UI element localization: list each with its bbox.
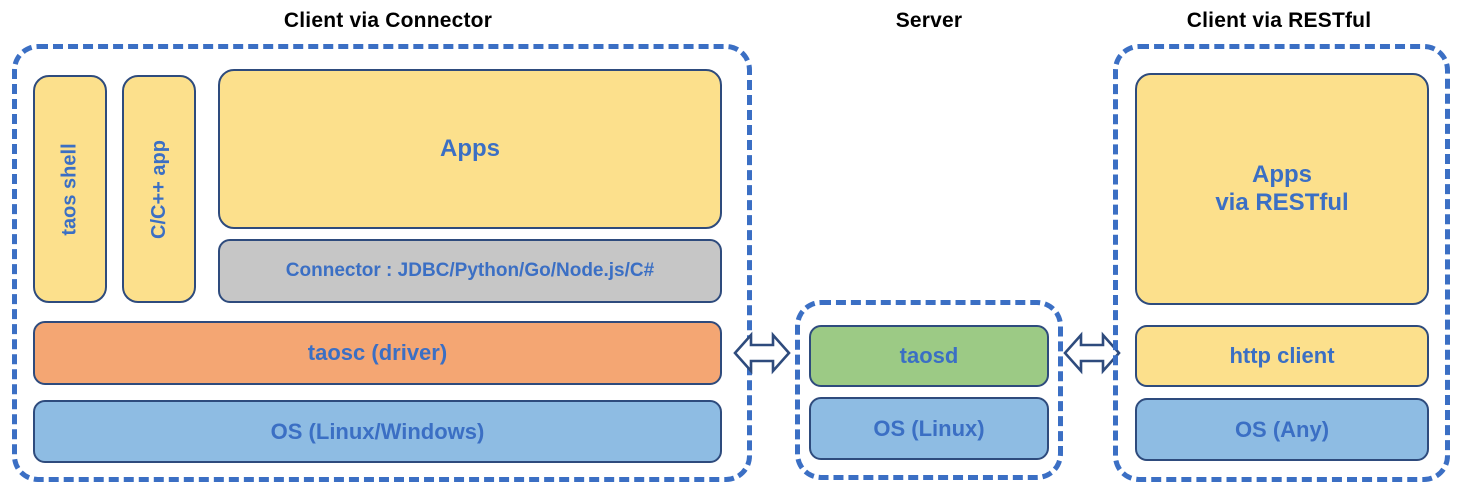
double-headed-arrow-left (733, 325, 791, 381)
block-taosd[interactable]: taosd (809, 325, 1049, 387)
block-os-linux-label: OS (Linux) (873, 415, 985, 441)
block-taosd-label: taosd (899, 343, 959, 369)
block-apps-connector-label: Apps (440, 135, 500, 163)
block-os-any-label: OS (Any) (1234, 416, 1330, 442)
block-http-client[interactable]: http client (1135, 325, 1429, 387)
page-title-client-connector: Client via Connector (283, 9, 493, 32)
block-os-any[interactable]: OS (Any) (1135, 398, 1429, 461)
block-taosc-driver[interactable]: taosc (driver) (33, 321, 722, 385)
block-c-cpp-app-label: C/C++ app (147, 139, 170, 239)
block-apps-via-restful-label-line2: via RESTful (1215, 189, 1349, 216)
double-headed-arrow-right (1063, 325, 1121, 381)
group-client-via-connector (12, 44, 752, 482)
block-os-linux[interactable]: OS (Linux) (809, 397, 1049, 460)
block-taos-shell[interactable]: taos shell (33, 75, 107, 303)
group-client-via-restful (1113, 44, 1450, 482)
block-http-client-label: http client (1229, 343, 1335, 369)
block-taos-shell-label: taos shell (58, 142, 81, 236)
block-connector-list-label: Connector : JDBC/Python/Go/Node.js/C# (285, 260, 655, 282)
block-apps-via-restful-label-line1: Apps (1252, 161, 1312, 189)
block-os-linux-windows[interactable]: OS (Linux/Windows) (33, 400, 722, 463)
group-server (795, 300, 1063, 480)
block-taosc-driver-label: taosc (driver) (307, 340, 448, 366)
page-title-client-restful: Client via RESTful (1186, 9, 1372, 32)
block-apps-connector[interactable]: Apps (218, 69, 722, 229)
block-os-linux-windows-label: OS (Linux/Windows) (270, 418, 485, 444)
page-title-server: Server (895, 9, 963, 32)
block-apps-via-restful[interactable]: Apps via RESTful (1135, 73, 1429, 305)
block-connector-list[interactable]: Connector : JDBC/Python/Go/Node.js/C# (218, 239, 722, 303)
block-c-cpp-app[interactable]: C/C++ app (122, 75, 196, 303)
